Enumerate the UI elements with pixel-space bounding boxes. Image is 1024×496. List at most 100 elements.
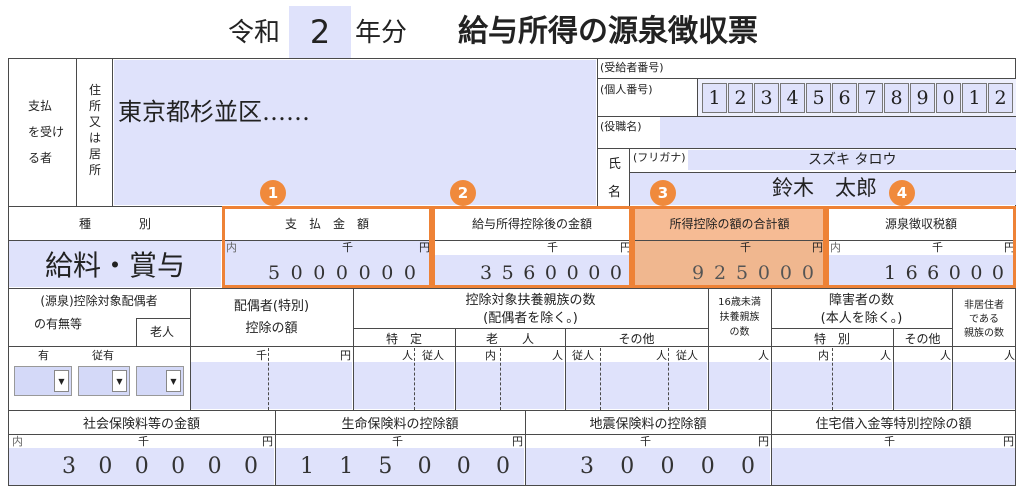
special-deduction-label-2: 控除の額 (245, 320, 298, 336)
sonota2-label: その他 (904, 331, 941, 346)
special-deduction-field[interactable] (191, 362, 352, 409)
digit: 1 (884, 262, 897, 284)
col1-uchi: 内 (226, 241, 237, 254)
housing-en: 円 (1003, 435, 1014, 448)
spouse-select[interactable]: ▼ (14, 366, 72, 396)
digit: 0 (403, 262, 416, 284)
col4-sen: 千 (932, 241, 943, 254)
special-deduction-label-1: 配偶者(特別) (233, 298, 310, 314)
digit: 9 (692, 262, 705, 284)
life-sen: 千 (392, 435, 403, 448)
badge-4: 4 (889, 180, 915, 206)
disabled-label-1: 障害者の数 (828, 292, 894, 308)
life-en: 円 (512, 435, 523, 448)
year-field[interactable]: 2 (289, 6, 351, 58)
col2-en: 円 (620, 241, 631, 254)
furigana-value: スズキ タロウ (808, 152, 897, 168)
position-field[interactable] (660, 117, 1016, 148)
withholding-tax-header: 源泉徴収税額 (884, 217, 957, 231)
under16-label-3: の数 (729, 326, 750, 338)
social-sen: 千 (138, 435, 149, 448)
life-insurance-field[interactable] (276, 448, 524, 485)
payment-amount-field[interactable] (223, 241, 431, 287)
disabled-other-field[interactable] (894, 362, 951, 409)
life-insurance-header: 生命保険料の控除額 (341, 417, 459, 432)
digit: 5 (378, 454, 393, 479)
personal-number-digit: 2 (728, 83, 753, 113)
withholding-tax-field[interactable] (827, 255, 1015, 287)
juu-ari-select-arrow[interactable]: ▼ (112, 370, 127, 392)
name-value: 鈴木 太郎 (772, 176, 877, 200)
digit: 0 (700, 454, 715, 479)
disabled-uchi: 内 (818, 349, 829, 362)
tokutei-nin: 人 (402, 349, 413, 362)
under16-label-1: 16歳未満 (718, 296, 761, 308)
digit: 0 (358, 262, 371, 284)
type-field[interactable]: 給料・賞与 (9, 241, 221, 287)
spouse-select-arrow[interactable]: ▼ (54, 370, 69, 392)
digit: 0 (313, 262, 326, 284)
elder-select-arrow[interactable]: ▼ (166, 370, 181, 392)
housing-loan-field[interactable] (772, 448, 1015, 485)
nonres-label-1: 非居住者 (964, 299, 1004, 311)
digit: 0 (620, 454, 635, 479)
social-insurance-field[interactable] (9, 448, 274, 485)
post-deduction-field[interactable] (433, 255, 631, 287)
housing-sen: 千 (884, 435, 895, 448)
post-deduction-header: 給与所得控除後の金額 (471, 217, 592, 231)
rojin-field[interactable] (456, 362, 564, 409)
furigana-field[interactable]: スズキ タロウ (688, 150, 1016, 170)
earthquake-insurance-header: 地震保険料の控除額 (589, 417, 707, 432)
digit: 1 (339, 454, 354, 479)
name-field[interactable]: 鈴木 太郎 (630, 173, 1016, 205)
juu-ari-label: 従有 (92, 349, 114, 362)
social-uchi: 内 (12, 435, 23, 448)
digit: 0 (381, 262, 394, 284)
dependents-label-1: 控除対象扶養親族の数 (465, 292, 596, 308)
address-field[interactable]: 東京都杉並区…… (114, 60, 596, 205)
digit: 0 (609, 262, 622, 284)
digit: 0 (801, 262, 814, 284)
rojin-label: 老 人 (485, 331, 534, 346)
personal-number-digit: 2 (988, 83, 1013, 113)
elder-label: 老人 (150, 325, 175, 339)
personal-number-digit: 5 (806, 83, 831, 113)
rojin-juu: 従人 (572, 349, 594, 362)
nonres-field[interactable] (953, 362, 1015, 409)
digit: 3 (62, 454, 76, 479)
name-label-mei: 名 (608, 185, 622, 200)
digit: 0 (335, 262, 349, 284)
year-suffix: 年分 (355, 18, 408, 48)
tokubetsu-label: 特 別 (813, 331, 850, 346)
social-en: 円 (262, 435, 273, 448)
special-sen: 千 (256, 349, 267, 362)
furigana-label: (フリガナ) (633, 151, 686, 164)
highlight-box-1 (222, 206, 432, 288)
highlight-box-4 (826, 206, 1016, 288)
under16-field[interactable] (709, 362, 770, 409)
personal-number-label: (個人番号) (600, 83, 653, 96)
digit: 0 (495, 454, 510, 479)
elder-select[interactable]: ▼ (136, 366, 184, 396)
tokutei-field[interactable] (354, 362, 454, 409)
sonota-field[interactable] (566, 362, 707, 409)
digit: 0 (588, 262, 601, 284)
type-header: 種 別 (78, 217, 151, 231)
juu-ari-select[interactable]: ▼ (78, 366, 130, 396)
address-value: 東京都杉並区…… (118, 98, 310, 126)
digit: 0 (417, 454, 432, 479)
earthquake-insurance-field[interactable] (526, 448, 770, 485)
digit: 6 (523, 262, 536, 284)
recipient-label-1: 支払 (28, 99, 53, 113)
col4-en: 円 (1004, 241, 1015, 254)
recipient-label-2: を受け (28, 125, 65, 139)
quake-sen: 千 (640, 435, 651, 448)
digit: 0 (243, 454, 258, 479)
total-deduction-field[interactable] (633, 241, 826, 287)
personal-number-digit: 1 (702, 83, 727, 113)
digit: 0 (741, 454, 755, 479)
